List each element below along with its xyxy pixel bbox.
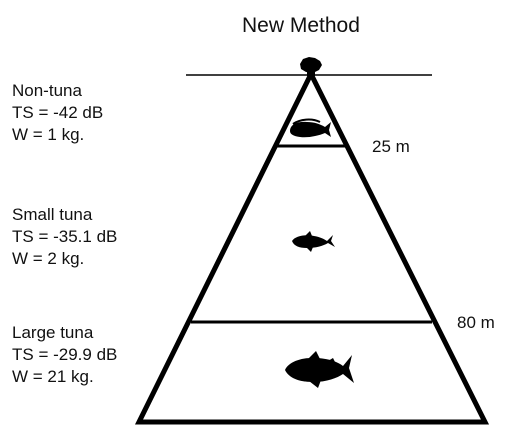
transducer-icon xyxy=(300,57,322,76)
